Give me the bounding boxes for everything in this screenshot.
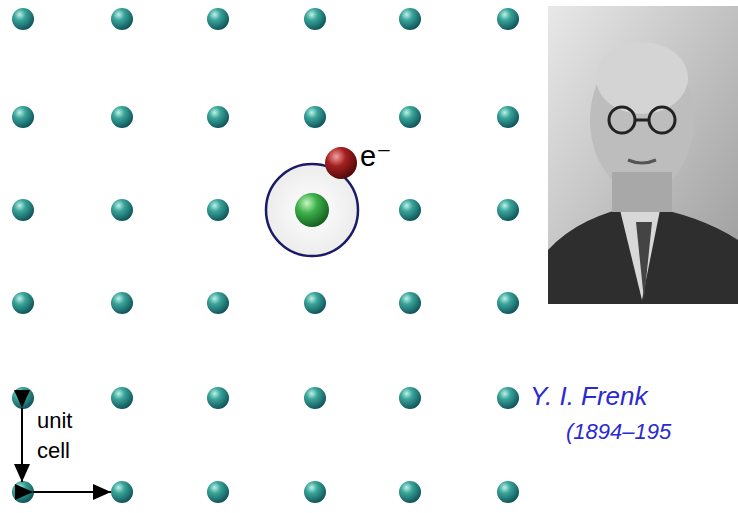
lattice-atom	[304, 292, 326, 314]
lattice-atom	[399, 292, 421, 314]
lattice-atom	[399, 106, 421, 128]
lattice-atom	[399, 8, 421, 30]
lattice-atom	[304, 387, 326, 409]
lattice-atom	[111, 387, 133, 409]
lattice-atom	[497, 481, 519, 503]
lattice-atom	[399, 481, 421, 503]
portrait-photo	[548, 6, 738, 304]
lattice-atom	[12, 106, 34, 128]
portrait-name: Y. I. Frenk	[530, 381, 648, 412]
lattice-atom	[304, 106, 326, 128]
lattice-atom	[497, 8, 519, 30]
lattice-atom	[399, 387, 421, 409]
lattice-atom	[399, 199, 421, 221]
unit-cell-label: unit cell	[37, 406, 83, 466]
lattice-atom	[207, 292, 229, 314]
lattice-atom	[207, 106, 229, 128]
unit-cell-arrow	[33, 491, 111, 493]
lattice-atom	[304, 8, 326, 30]
lattice-atom	[111, 481, 133, 503]
lattice-atom	[111, 8, 133, 30]
portrait-dates: (1894–195	[566, 419, 671, 445]
lattice-atom	[111, 106, 133, 128]
lattice-atom	[207, 387, 229, 409]
impurity-atom	[295, 193, 329, 227]
lattice-atom	[111, 292, 133, 314]
lattice-atom	[12, 8, 34, 30]
lattice-atom	[12, 481, 34, 503]
lattice-atom	[497, 292, 519, 314]
lattice-atom	[12, 387, 34, 409]
lattice-atom	[304, 481, 326, 503]
lattice-atom	[207, 199, 229, 221]
electron-label: e⁻	[360, 139, 391, 173]
lattice-atom	[207, 8, 229, 30]
lattice-atoms	[12, 8, 519, 503]
lattice-atom	[497, 387, 519, 409]
lattice-atom	[12, 199, 34, 221]
unit-cell-arrow	[21, 408, 23, 482]
lattice-atom	[207, 481, 229, 503]
electron-sphere	[325, 147, 357, 179]
lattice-atom	[497, 199, 519, 221]
lattice-atom	[12, 292, 34, 314]
lattice-atom	[111, 199, 133, 221]
lattice-atom	[497, 106, 519, 128]
